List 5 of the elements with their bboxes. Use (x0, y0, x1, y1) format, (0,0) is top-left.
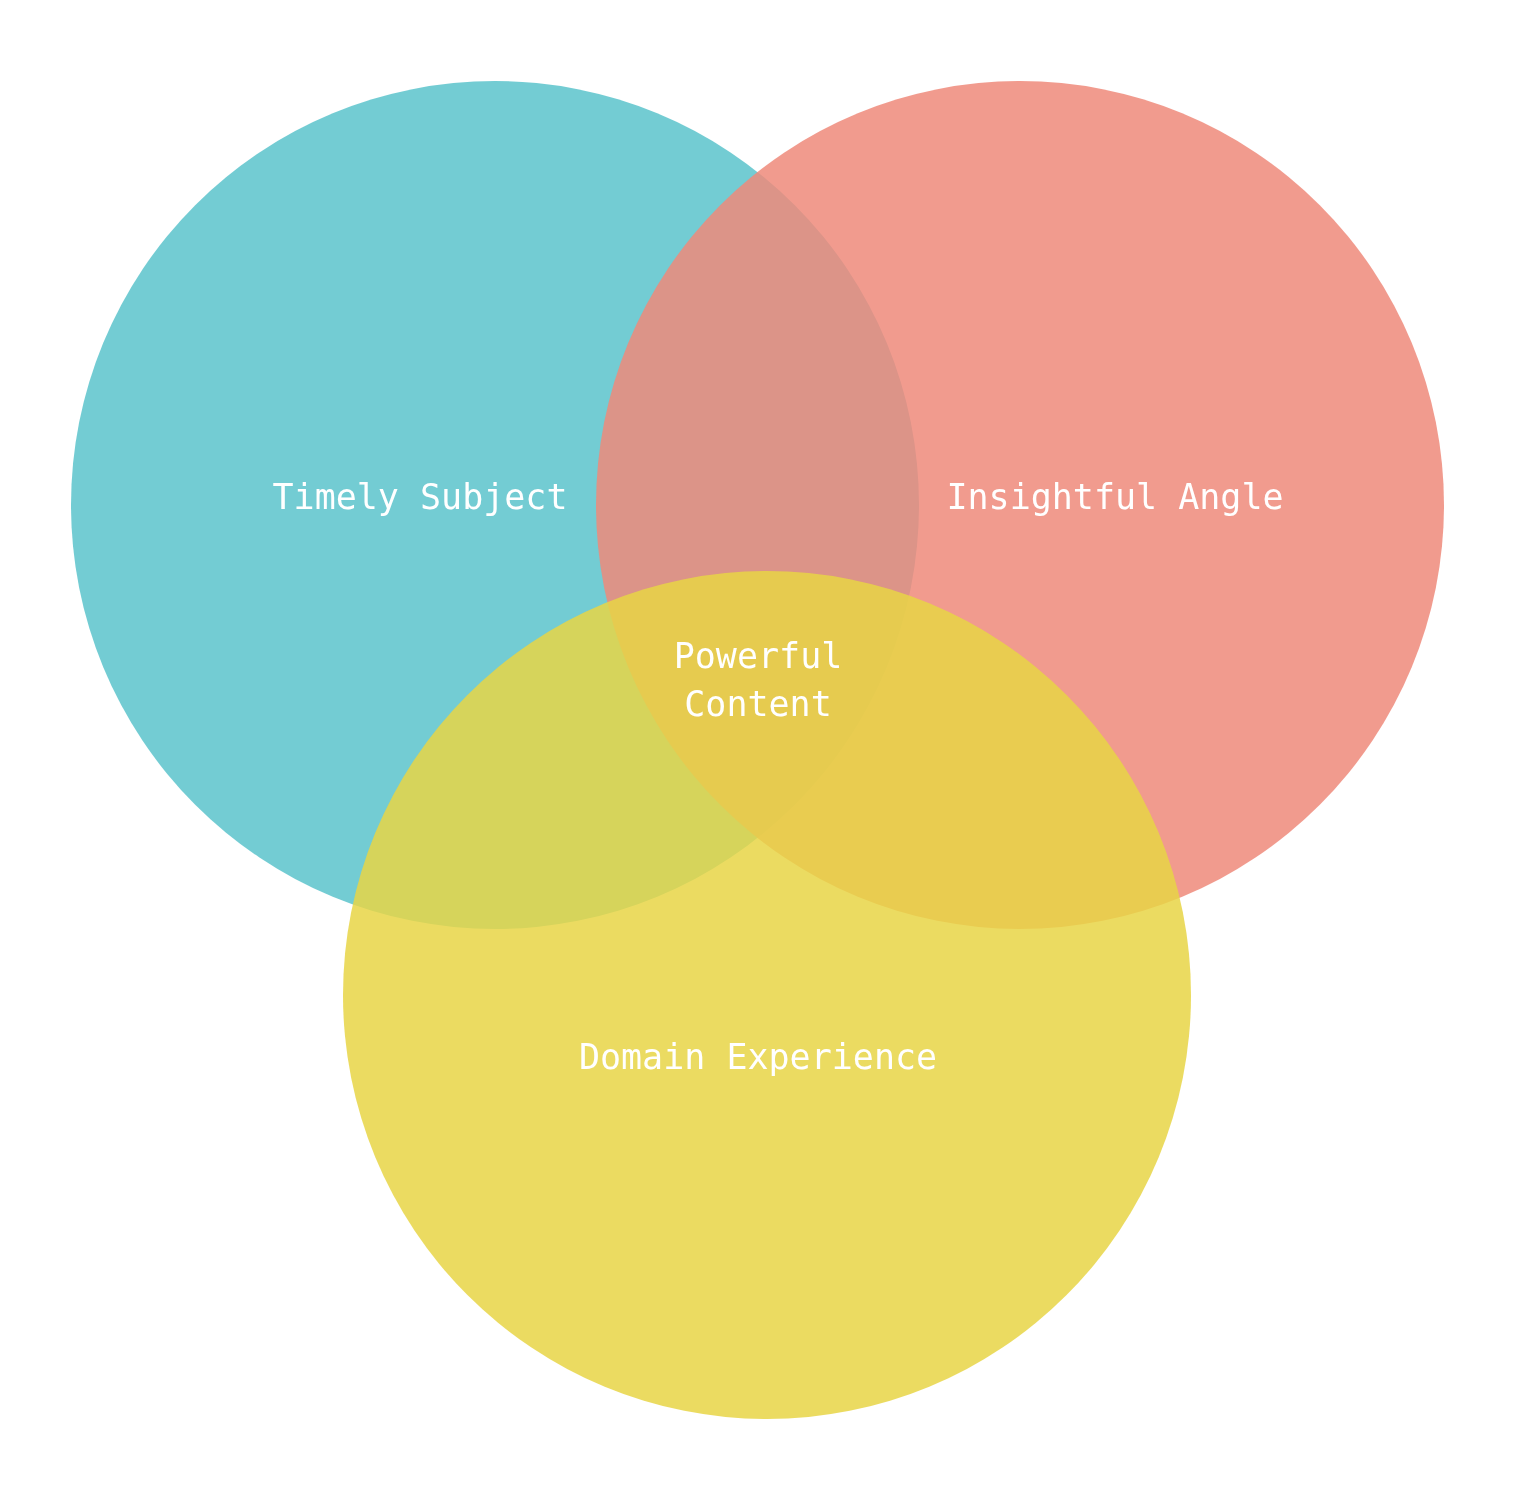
circle-label: Domain Experience (578, 1036, 938, 1079)
circle-label: Insightful Angle (946, 476, 1284, 519)
circle-label: Timely Subject (272, 476, 568, 519)
venn-circle (342, 570, 1192, 1420)
overlap-label: Powerful Content (672, 635, 844, 726)
